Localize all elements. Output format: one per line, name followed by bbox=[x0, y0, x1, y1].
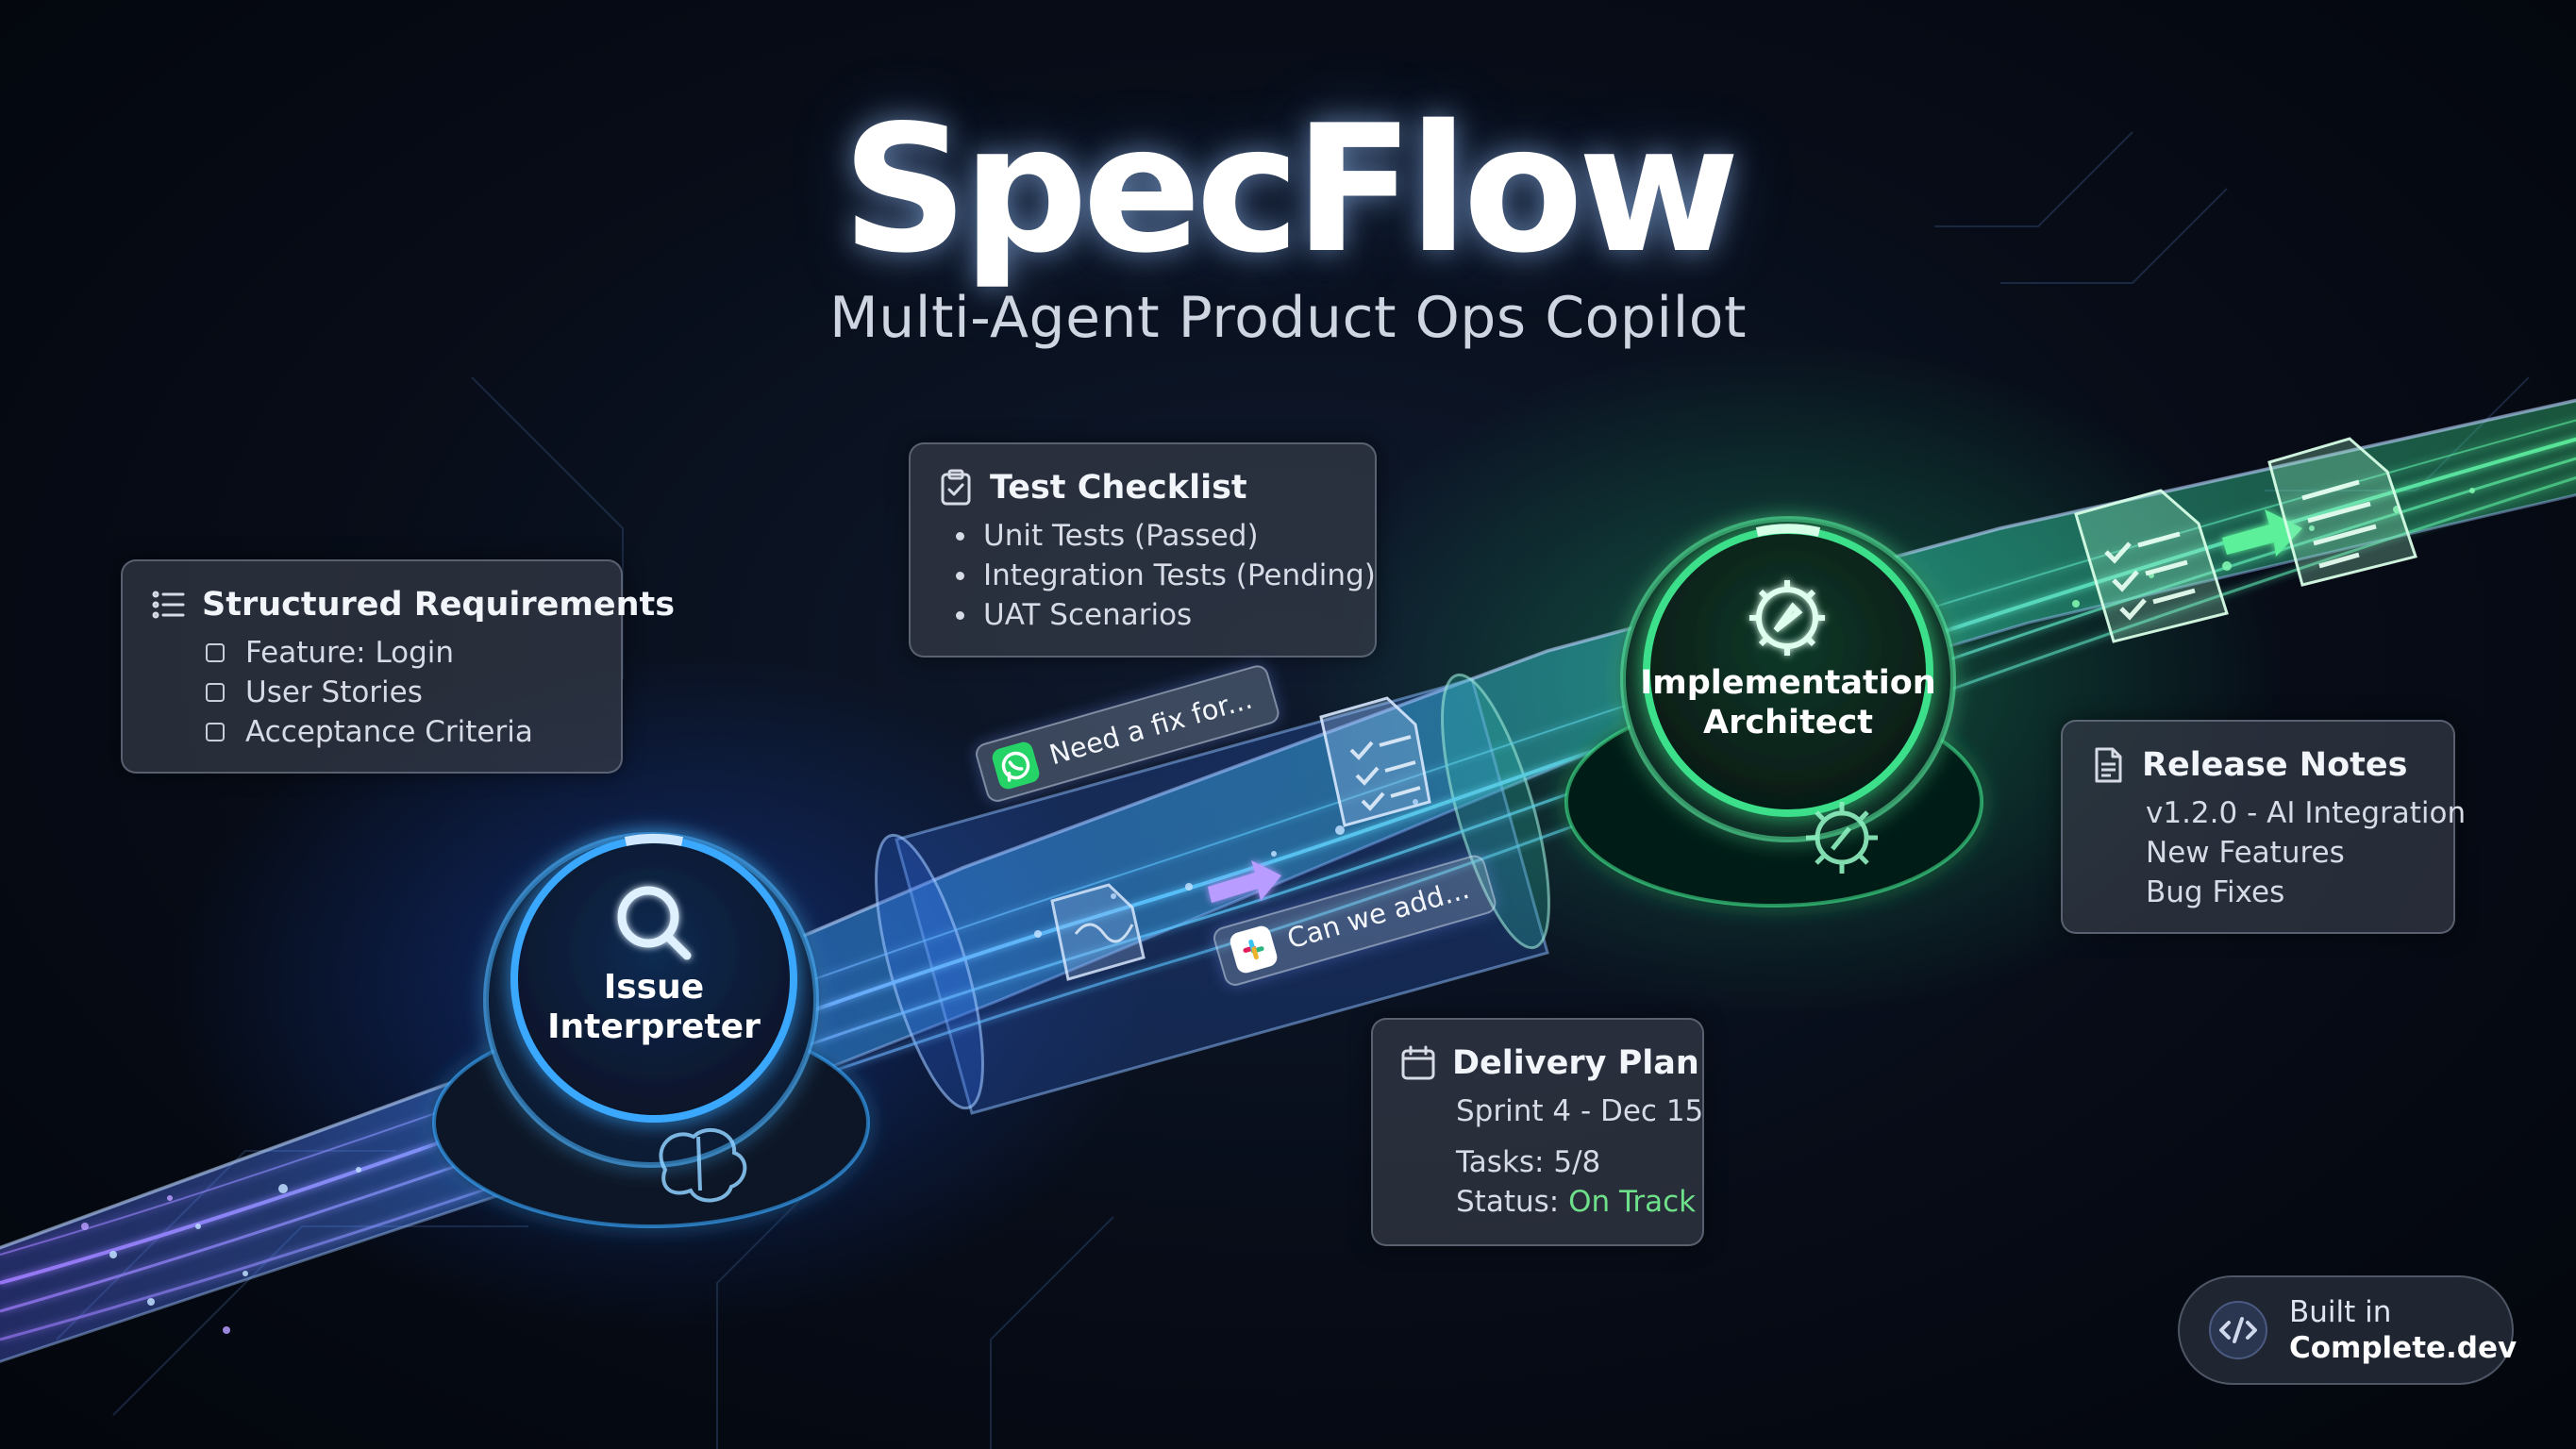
badge-text: Built in Complete.dev bbox=[2289, 1294, 2517, 1366]
test-checklist-header: Test Checklist bbox=[937, 469, 1348, 507]
delivery-tasks: Tasks: 5/8 bbox=[1456, 1145, 1601, 1179]
arrow-right-icon bbox=[2222, 509, 2302, 557]
slack-message-chip[interactable]: Can we add... bbox=[1211, 852, 1498, 989]
app-title: SpecFlow bbox=[842, 87, 1740, 291]
brain-icon bbox=[659, 1127, 747, 1203]
implementation-architect-line1: Implementation bbox=[1640, 664, 1936, 702]
requirement-item[interactable]: User Stories bbox=[206, 673, 594, 712]
app-subtitle: Multi-Agent Product Ops Copilot bbox=[829, 285, 1747, 351]
requirement-item[interactable]: Feature: Login bbox=[206, 633, 594, 673]
delivery-plan-card[interactable]: Delivery Plan Sprint 4 - Dec 15 Tasks: 5… bbox=[1371, 1018, 1704, 1246]
release-notes-title: Release Notes bbox=[2142, 746, 2408, 784]
structured-requirements-title: Structured Requirements bbox=[202, 586, 676, 624]
whatsapp-message-chip[interactable]: Need a fix for... bbox=[973, 662, 1281, 805]
checkbox-icon[interactable] bbox=[206, 643, 225, 662]
requirement-item[interactable]: Acceptance Criteria bbox=[206, 712, 594, 752]
release-notes-card[interactable]: Release Notes v1.2.0 - AI Integration Ne… bbox=[2061, 720, 2467, 934]
gear-compass-icon bbox=[1749, 580, 1825, 656]
implementation-architect-label[interactable]: Implementation Architect bbox=[1637, 663, 1939, 742]
test-checklist-title: Test Checklist bbox=[990, 469, 1247, 507]
checklist-doc-icon bbox=[1319, 696, 1431, 827]
delivery-plan-title: Delivery Plan bbox=[1452, 1044, 1699, 1082]
release-doc-icon bbox=[2267, 437, 2417, 587]
issue-interpreter-label[interactable]: Issue Interpreter bbox=[522, 968, 786, 1047]
delivery-sprint: Sprint 4 - Dec 15 bbox=[1456, 1094, 1704, 1128]
release-item: v1.2.0 - AI Integration bbox=[2146, 796, 2467, 830]
badge-line2: Complete.dev bbox=[2289, 1331, 2517, 1365]
document-text-icon bbox=[2095, 747, 2122, 783]
test-item: UAT Scenarios bbox=[956, 595, 1348, 635]
whatsapp-icon bbox=[992, 741, 1040, 790]
test-item: Unit Tests (Passed) bbox=[956, 516, 1348, 556]
delivery-status-label: Status: bbox=[1456, 1185, 1560, 1219]
implementation-architect-disc bbox=[1564, 516, 1983, 908]
issue-interpreter-line1: Issue bbox=[603, 968, 705, 1007]
implementation-architect-line2: Architect bbox=[1703, 704, 1873, 741]
issue-interpreter-disc bbox=[432, 832, 870, 1228]
delivery-plan-header: Delivery Plan bbox=[1399, 1044, 1699, 1082]
checklist-doc-right-icon bbox=[2074, 489, 2229, 643]
structured-requirements-header: Structured Requirements bbox=[149, 586, 675, 624]
arrow-icon bbox=[1208, 860, 1281, 903]
checkbox-icon[interactable] bbox=[206, 683, 225, 702]
badge-line1: Built in bbox=[2289, 1295, 2392, 1329]
test-item: Integration Tests (Pending) bbox=[956, 556, 1376, 595]
delivery-status-value: On Track bbox=[1568, 1185, 1697, 1219]
issue-interpreter-line2: Interpreter bbox=[547, 1008, 761, 1046]
structured-requirements-card[interactable]: Structured Requirements Feature: Login U… bbox=[121, 559, 675, 774]
slack-icon bbox=[1229, 925, 1278, 974]
gear-icon bbox=[1806, 802, 1878, 874]
release-notes-header: Release Notes bbox=[2089, 746, 2427, 784]
search-icon bbox=[617, 886, 692, 960]
list-icon bbox=[152, 591, 185, 619]
release-item: Bug Fixes bbox=[2146, 875, 2285, 909]
calendar-icon bbox=[1401, 1045, 1435, 1080]
checkbox-icon[interactable] bbox=[206, 723, 225, 741]
test-checklist-card[interactable]: Test Checklist Unit Tests (Passed) Integ… bbox=[909, 442, 1377, 658]
built-in-badge[interactable]: Built in Complete.dev bbox=[2178, 1275, 2517, 1385]
release-item: New Features bbox=[2146, 836, 2345, 870]
delivery-status: Status: On Track bbox=[1456, 1182, 1696, 1222]
code-icon bbox=[2209, 1301, 2267, 1359]
clipboard-check-icon bbox=[941, 469, 971, 506]
document-icon bbox=[1050, 883, 1146, 981]
